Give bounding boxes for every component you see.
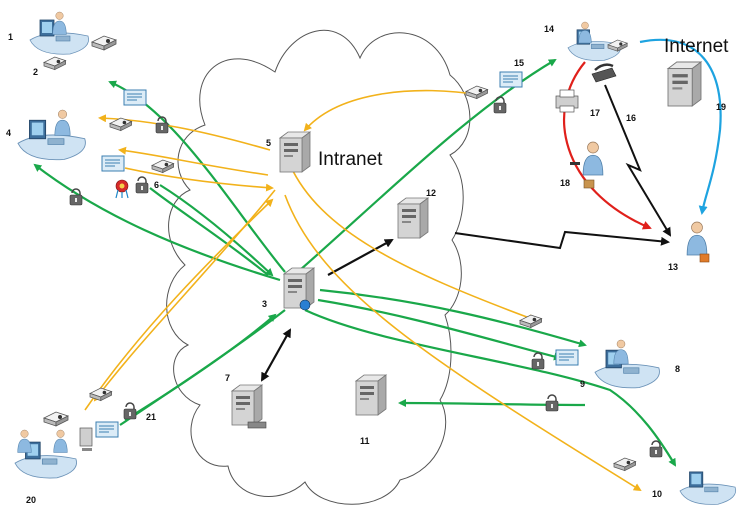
link-5-4 (118, 146, 269, 176)
lock-icon (531, 352, 545, 370)
intranet-label: Intranet (318, 149, 383, 170)
node-label-16: 16 (626, 113, 636, 123)
node-label-19: 19 (716, 102, 726, 112)
node-label-13: 13 (668, 262, 678, 272)
server-19-icon (667, 61, 702, 107)
workstation-8 (594, 339, 661, 389)
link-3-12 (327, 239, 394, 276)
certificate-icon (499, 71, 523, 88)
globe-icon (299, 299, 311, 311)
lock-icon (135, 176, 149, 194)
node-label-8: 8 (675, 364, 680, 374)
workstation-10 (679, 471, 737, 505)
node-label-21: 21 (146, 412, 156, 422)
node-label-7: 7 (225, 373, 230, 383)
node-label-3: 3 (262, 299, 267, 309)
link-14-13-red (563, 61, 652, 230)
server-7-icon (231, 384, 263, 426)
node-label-9: 9 (580, 379, 585, 389)
node-label-1: 1 (8, 32, 13, 42)
link-6-3 (159, 184, 274, 277)
node-label-14: 14 (544, 24, 554, 34)
link-20-5 (84, 198, 274, 411)
link-3-8a (319, 288, 587, 348)
token-icon (43, 56, 67, 71)
link-14-13 (604, 84, 672, 237)
link-4-5 (124, 167, 274, 192)
token-icon (151, 159, 175, 174)
person-13 (686, 221, 710, 263)
node-label-2: 2 (33, 67, 38, 77)
workstation-1 (29, 11, 90, 55)
certificate-icon (101, 155, 125, 172)
server-3-icon (283, 267, 315, 309)
node-label-15: 15 (514, 58, 524, 68)
node-label-10: 10 (652, 489, 662, 499)
token-icon (91, 35, 117, 51)
link-5-8 (289, 164, 537, 322)
certificate-icon (95, 421, 119, 438)
lock-icon (123, 402, 137, 420)
link-21-3 (124, 313, 277, 421)
node-label-4: 4 (6, 128, 11, 138)
link-12-13 (454, 230, 670, 250)
desktop-computer-icon (79, 427, 93, 451)
server-12-icon (397, 197, 429, 239)
phone-icon (591, 63, 617, 83)
workstation-14 (567, 21, 622, 62)
node-label-5: 5 (266, 138, 271, 148)
link-5-10 (284, 194, 642, 492)
workstation-20 (14, 429, 78, 479)
token-icon (613, 457, 637, 472)
courier-18 (570, 141, 604, 189)
token-icon (519, 314, 543, 329)
printer-icon (555, 89, 579, 113)
link-14-19-blue (639, 38, 722, 215)
link-3-10 (304, 309, 677, 467)
workstation-4 (17, 109, 86, 161)
internet-label: Internet (664, 36, 729, 57)
node-label-12: 12 (426, 188, 436, 198)
link-3-7 (261, 328, 291, 382)
node-label-18: 18 (560, 178, 570, 188)
link-5-20 (93, 189, 276, 402)
server-5-icon (279, 131, 311, 173)
node-label-11: 11 (360, 436, 370, 446)
lock-icon (493, 96, 507, 114)
server-11-icon (355, 374, 387, 416)
token-icon (465, 85, 489, 100)
node-label-17: 17 (590, 108, 600, 118)
link-8-11 (398, 399, 586, 408)
link-3-6 (149, 187, 269, 276)
intranet-cloud (166, 30, 471, 505)
keyboard-icon (247, 421, 267, 429)
lock-icon (649, 440, 663, 458)
node-label-6: 6 (154, 180, 159, 190)
link-15-5 (303, 89, 481, 132)
certificate-icon (555, 349, 579, 366)
node-label-20: 20 (26, 495, 36, 505)
seal-icon (115, 179, 129, 199)
link-3-4 (33, 163, 281, 282)
lock-icon (545, 394, 559, 412)
token-icon (43, 411, 69, 427)
link-3-8b (317, 298, 562, 361)
lock-icon (69, 188, 83, 206)
certificate-icon (123, 89, 147, 106)
